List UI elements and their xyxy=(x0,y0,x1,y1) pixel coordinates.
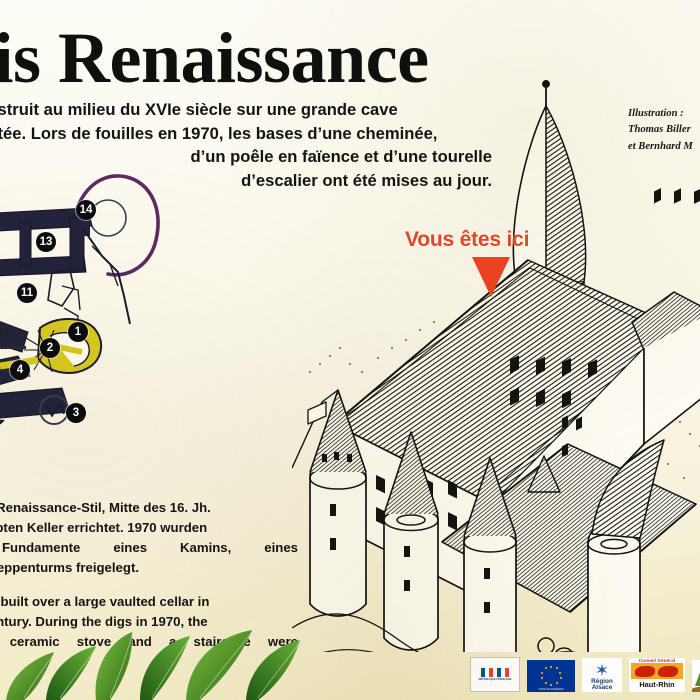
german-line-3-w3: eines xyxy=(113,540,148,556)
haut-rhin-lions-icon xyxy=(631,663,683,679)
french-line-2: voûtée. Lors de fouilles en 1970, les ba… xyxy=(0,123,438,143)
sponsor-logos: RÉPUBLIQUE FRANÇAISE UNION EUROPÉENNE ✶ … xyxy=(470,657,700,692)
page-title: gis Renaissance xyxy=(0,18,429,98)
logo-ra-line2: Alsace xyxy=(591,684,613,692)
english-line-3-w3: ceramic xyxy=(9,634,60,650)
german-description: de im Renaissance-Stil, Mitte des 16. Jh… xyxy=(0,498,298,578)
plan-marker-3[interactable]: 3 xyxy=(66,403,86,423)
hill-shape xyxy=(692,685,700,692)
logo-fr-caption: RÉPUBLIQUE FRANÇAISE xyxy=(478,678,512,682)
plan-marker-1[interactable]: 1 xyxy=(68,322,88,342)
logo-region-alsace: ✶ Région Alsace xyxy=(582,658,622,692)
foreground-foliage xyxy=(0,630,360,700)
german-line-1: de im Renaissance-Stil, Mitte des 16. Jh… xyxy=(0,500,211,515)
german-line-3: ie Fundamente eines Kamins, eines xyxy=(0,538,298,558)
english-line-2: 6th century. During the digs in 1970, th… xyxy=(0,614,208,630)
german-line-3-w5: eines xyxy=(264,540,298,556)
logo-hr-top: Conseil Général xyxy=(638,658,676,663)
german-line-3-w2: Fundamente xyxy=(1,540,81,556)
logo-republique-francaise: RÉPUBLIQUE FRANÇAISE xyxy=(470,657,520,692)
you-are-here-label: Vous êtes ici xyxy=(405,228,530,251)
logo-eu-caption: UNION EUROPÉENNE xyxy=(538,688,564,691)
english-line-1: abode built over a large vaulted cellar … xyxy=(0,594,210,609)
logo-ra-line1: Région xyxy=(591,677,613,685)
english-line-3-w6: a xyxy=(169,634,177,650)
scale-bar: 20 30 m xyxy=(0,328,26,349)
region-alsace-star-icon: ✶ xyxy=(594,661,610,681)
german-line-2: gewölbten Keller errichtet. 1970 wurden xyxy=(0,520,208,536)
credit-line-3: et Bernhard M xyxy=(628,140,693,152)
credit-line-2: Thomas Biller xyxy=(628,124,691,136)
credit-line-1: Illustration : xyxy=(628,108,684,119)
french-flags-icon xyxy=(480,668,510,678)
scale-tick-30: 30 m xyxy=(0,328,9,335)
eu-stars-icon xyxy=(540,665,562,687)
french-description: construit au milieu du XVIe siècle sur u… xyxy=(0,98,498,192)
german-line-3-w4: Kamins, xyxy=(180,540,232,556)
german-line-4: nes Treppenturms freigelegt. xyxy=(0,560,140,576)
site-plan: 20 30 m 1 2 3 4 5 6 11 13 14 xyxy=(0,160,172,440)
you-are-here-pointer-icon xyxy=(472,257,510,297)
french-line-4: d’escalier ont été mises au jour. xyxy=(241,170,492,190)
plan-marker-11[interactable]: 11 xyxy=(17,283,37,303)
plan-marker-13[interactable]: 13 xyxy=(36,232,56,252)
english-description: abode built over a large vaulted cellar … xyxy=(0,592,298,652)
french-line-1: construit au milieu du XVIe siècle sur u… xyxy=(0,100,398,119)
logo-hr-bottom: Haut-Rhin xyxy=(639,680,675,689)
logo-jura-alsacien: JuraAlsa xyxy=(692,660,700,692)
french-line-3: d’un poêle en faïence et d’une tourelle xyxy=(190,147,492,167)
english-line-3-w5: and xyxy=(128,634,152,650)
illustration-credit: Illustration : Thomas Biller et Bernhard… xyxy=(628,106,700,155)
plan-marker-4[interactable]: 4 xyxy=(10,360,30,380)
plan-marker-2[interactable]: 2 xyxy=(40,338,60,358)
plan-marker-14[interactable]: 14 xyxy=(76,200,96,220)
castle-illustration xyxy=(292,72,700,652)
fir-tree-icon xyxy=(695,666,700,686)
scale-bar-line xyxy=(0,346,26,349)
english-line-3-w4: stove xyxy=(76,634,112,650)
logo-union-europeenne: UNION EUROPÉENNE xyxy=(527,660,575,692)
logo-conseil-general-haut-rhin: Conseil Général Haut-Rhin xyxy=(629,658,685,692)
